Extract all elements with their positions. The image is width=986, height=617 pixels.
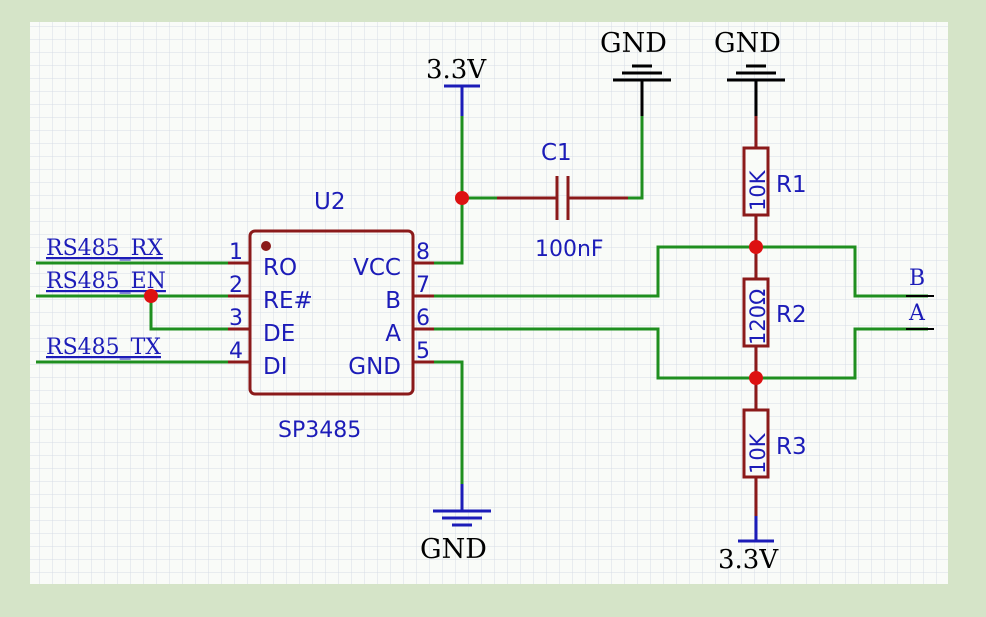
net-label-tx[interactable]: RS485_TX bbox=[46, 335, 161, 360]
pin-num-2: 2 bbox=[229, 273, 243, 298]
ic-ref: U2 bbox=[314, 189, 345, 215]
r3-ref: R3 bbox=[776, 434, 807, 460]
r2-body bbox=[742, 277, 770, 348]
pin-name-vcc: VCC bbox=[353, 255, 401, 281]
vcc-bottom-label: 3.3V bbox=[718, 545, 779, 575]
pin-name-de: DE bbox=[263, 321, 295, 347]
pin1-marker bbox=[261, 241, 271, 251]
pin-num-5: 5 bbox=[416, 339, 430, 364]
r2-ref: R2 bbox=[776, 302, 807, 328]
ic-part: SP3485 bbox=[278, 418, 361, 443]
r1-body bbox=[742, 146, 770, 217]
pin-name-di: DI bbox=[263, 354, 288, 380]
ic-u2[interactable]: U2 SP3485 1 RO 2 RE# 3 DE 4 DI 8 VCC 7 B… bbox=[228, 189, 434, 443]
ic-body bbox=[248, 229, 415, 396]
pin-num-6: 6 bbox=[416, 306, 430, 331]
resistor-r2[interactable]: 120Ω R2 bbox=[742, 277, 807, 348]
gnd-ic-label: GND bbox=[420, 534, 487, 565]
pin-num-7: 7 bbox=[416, 273, 430, 298]
port-stubs bbox=[906, 295, 934, 330]
gnd-ic-symbol[interactable]: GND bbox=[420, 484, 491, 565]
r1-ref: R1 bbox=[776, 172, 807, 198]
vcc-top-symbol[interactable]: 3.3V bbox=[426, 55, 487, 116]
net-label-en[interactable]: RS485_EN bbox=[46, 269, 166, 294]
r3-value: 10K bbox=[746, 432, 770, 474]
junction-vcc bbox=[455, 191, 469, 205]
gnd-r1-symbol[interactable]: GND bbox=[714, 28, 785, 116]
pin-num-1: 1 bbox=[229, 240, 243, 265]
junction-r1-r2 bbox=[749, 240, 763, 254]
pin-name-gnd: GND bbox=[348, 354, 401, 380]
capacitor-c1[interactable]: C1 100nF bbox=[497, 140, 628, 262]
ic-pin-stubs bbox=[228, 261, 434, 364]
r2-value: 120Ω bbox=[746, 289, 770, 345]
c1-value: 100nF bbox=[535, 237, 604, 262]
vcc-bottom-symbol[interactable]: 3.3V bbox=[718, 516, 779, 575]
net-label-b[interactable]: B bbox=[909, 266, 925, 291]
pin-num-3: 3 bbox=[229, 306, 243, 331]
net-label-rx[interactable]: RS485_RX bbox=[46, 236, 163, 261]
net-label-a[interactable]: A bbox=[908, 301, 926, 326]
junction-en bbox=[144, 289, 158, 303]
pin-num-8: 8 bbox=[416, 240, 430, 265]
pin-name-ro: RO bbox=[263, 255, 297, 281]
r1-value: 10K bbox=[746, 169, 770, 211]
junctions bbox=[144, 191, 763, 385]
r3-body bbox=[742, 408, 770, 479]
junction-r2-r3 bbox=[749, 371, 763, 385]
pin-num-4: 4 bbox=[229, 339, 243, 364]
gnd-cap-symbol[interactable]: GND bbox=[600, 28, 671, 116]
gnd-cap-label: GND bbox=[600, 28, 667, 59]
pin-name-re: RE# bbox=[263, 288, 313, 314]
pin-name-b: B bbox=[385, 288, 401, 314]
c1-ref: C1 bbox=[541, 140, 572, 166]
grid-lines bbox=[30, 22, 948, 584]
vcc-top-label: 3.3V bbox=[426, 55, 487, 85]
gnd-r1-label: GND bbox=[714, 28, 781, 59]
resistor-r1[interactable]: 10K R1 bbox=[742, 146, 807, 217]
resistor-r3[interactable]: 10K R3 bbox=[742, 408, 807, 479]
pin-name-a: A bbox=[385, 321, 401, 347]
